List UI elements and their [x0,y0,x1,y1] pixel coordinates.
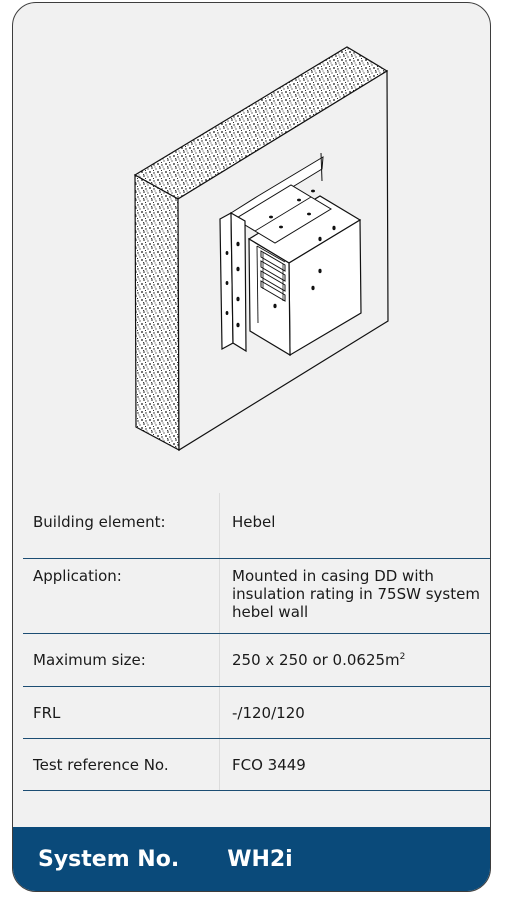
spec-card: Building element: Hebel Application: Mou… [12,2,491,892]
product-illustration [13,3,490,483]
spec-label: Building element: [23,493,220,559]
spec-value: FCO 3449 [219,738,490,791]
system-label: System No. [38,846,180,872]
spec-value: Hebel [219,493,490,559]
spec-value: -/120/120 [219,686,490,739]
spec-row-building-element: Building element: Hebel [23,493,490,559]
spec-value-text: 250 x 250 or 0.0625m [232,651,400,669]
hebel-wall-damper-illustration [133,46,389,452]
spec-row-application: Application: Mounted in casing DD with i… [23,558,490,634]
spec-row-test-reference: Test reference No. FCO 3449 [23,738,490,791]
spec-value: 250 x 250 or 0.0625m2 [219,633,490,687]
system-code: WH2i [227,846,293,872]
spec-label: Maximum size: [23,633,220,687]
spec-value: Mounted in casing DD with insulation rat… [219,558,490,634]
spec-row-maximum-size: Maximum size: 250 x 250 or 0.0625m2 [23,633,490,687]
spec-label: Test reference No. [23,738,220,791]
system-footer: System No. WH2i [13,827,490,891]
spec-row-frl: FRL -/120/120 [23,686,490,739]
spec-value-superscript: 2 [399,652,406,662]
spec-table: Building element: Hebel Application: Mou… [23,493,490,791]
spec-label: FRL [23,686,220,739]
spec-label: Application: [23,558,220,634]
